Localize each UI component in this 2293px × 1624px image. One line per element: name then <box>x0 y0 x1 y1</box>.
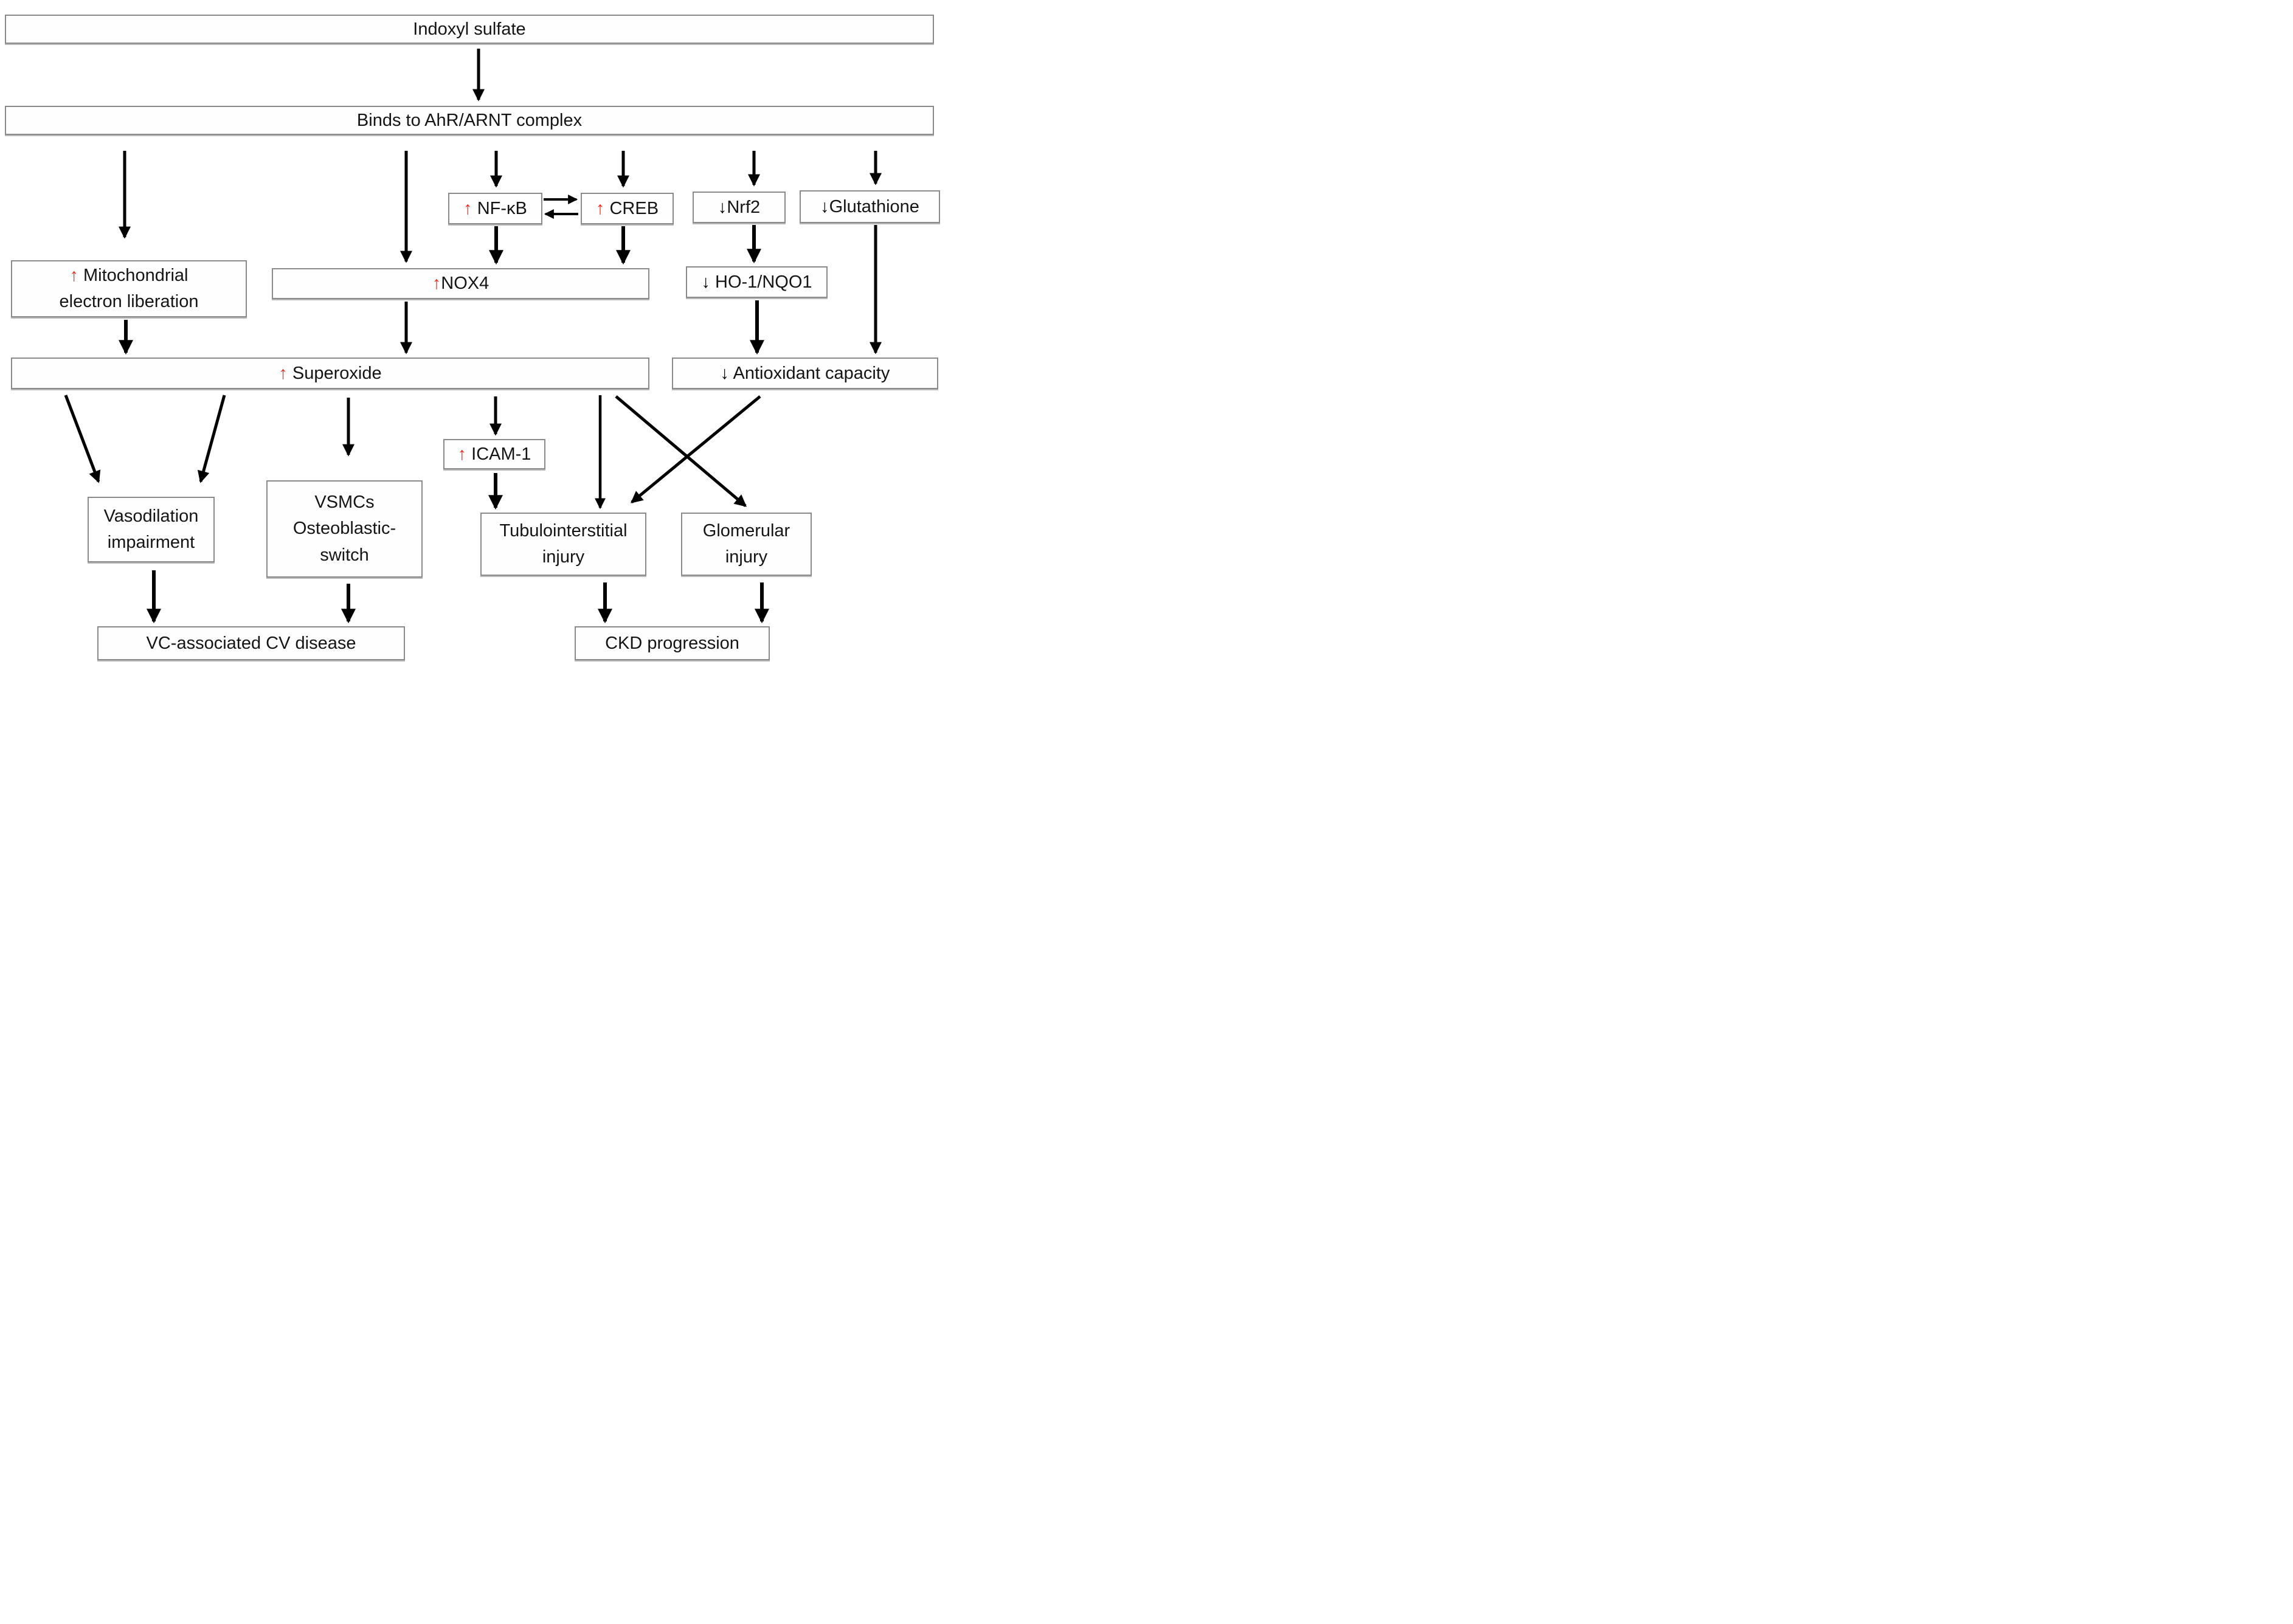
node-vc-associated-cv-disease: VC-associated CV disease <box>97 626 405 660</box>
node-vasodilation-impairment: Vasodilation impairment <box>88 497 215 562</box>
node-label: Superoxide <box>287 363 382 383</box>
down-arrow-icon: ↓ <box>718 197 727 217</box>
node-label-line2: electron liberation <box>59 292 199 311</box>
node-label: Binds to AhR/ARNT complex <box>356 110 583 130</box>
node-nrf2: ↓Nrf2 <box>693 192 786 223</box>
node-tubulointerstitial-injury: Tubulointerstitial injury <box>480 513 646 576</box>
node-label-line1: Mitochondrial <box>78 265 188 285</box>
up-arrow-icon: ↑ <box>595 198 605 218</box>
node-ho1-nqo1: ↓ HO-1/NQO1 <box>686 266 828 298</box>
node-antioxidant-capacity: ↓ Antioxidant capacity <box>672 358 938 389</box>
up-arrow-icon: ↑ <box>278 363 288 383</box>
arrow-superoxide-to-vasodilation-right <box>197 395 226 483</box>
node-glomerular-injury: Glomerular injury <box>681 513 812 576</box>
node-label: Tubulointerstitial injury <box>499 520 628 567</box>
node-glutathione: ↓Glutathione <box>800 190 940 223</box>
down-arrow-icon: ↓ <box>701 272 710 292</box>
node-label-line1: VSMCs <box>314 492 375 512</box>
node-nfkb: ↑ NF-κB <box>448 193 542 224</box>
down-arrow-icon: ↓ <box>720 363 730 383</box>
node-superoxide: ↑ Superoxide <box>11 358 649 389</box>
node-nox4: ↑NOX4 <box>272 268 649 299</box>
node-label: NOX4 <box>441 274 489 294</box>
node-label: NF-κB <box>472 198 527 218</box>
up-arrow-icon: ↑ <box>432 274 441 294</box>
up-arrow-icon: ↑ <box>463 198 472 218</box>
node-label: CREB <box>604 198 659 218</box>
node-label-line2: Osteoblastic- <box>292 519 396 539</box>
node-label: Glutathione <box>829 196 919 216</box>
node-ckd-progression: CKD progression <box>575 626 770 660</box>
arrow-antioxidant-to-tubulointerstitial <box>630 395 761 503</box>
node-label: Vasodilation impairment <box>103 506 199 553</box>
node-creb: ↑ CREB <box>581 193 674 224</box>
node-label: VC-associated CV disease <box>146 633 356 653</box>
down-arrow-icon: ↓ <box>820 196 829 216</box>
up-arrow-icon: ↑ <box>457 444 467 464</box>
arrow-superoxide-to-glomerular <box>615 395 747 507</box>
node-label: Antioxidant capacity <box>729 363 890 383</box>
node-label: ICAM-1 <box>466 444 531 464</box>
node-label: Indoxyl sulfate <box>413 19 526 39</box>
up-arrow-icon: ↑ <box>69 265 78 285</box>
node-icam1: ↑ ICAM-1 <box>443 439 545 469</box>
arrow-superoxide-to-vasodilation-left <box>64 395 101 483</box>
node-label: CKD progression <box>605 633 739 653</box>
pathway-diagram: Indoxyl sulfate Binds to AhR/ARNT comple… <box>0 0 940 666</box>
node-label-line3: switch <box>320 545 369 565</box>
node-mitochondrial-electron-liberation: ↑ Mitochondrial electron liberation <box>11 260 247 317</box>
node-label: Nrf2 <box>727 197 761 217</box>
node-indoxyl-sulfate: Indoxyl sulfate <box>5 15 934 44</box>
node-label: HO-1/NQO1 <box>710 272 812 292</box>
node-binds-ahr-arnt: Binds to AhR/ARNT complex <box>5 106 934 135</box>
node-label: Glomerular injury <box>702 520 790 567</box>
